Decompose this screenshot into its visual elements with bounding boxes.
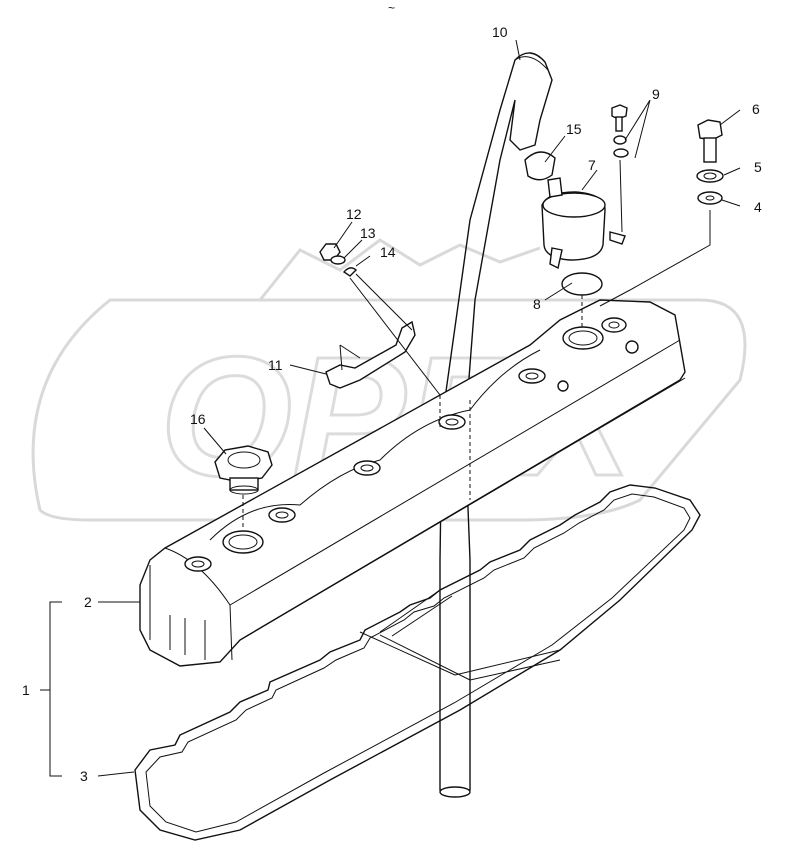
callout-16: 16 <box>190 411 206 427</box>
callout-9: 9 <box>652 86 660 102</box>
breather-canister <box>541 177 626 270</box>
top-mark: ~ <box>388 1 395 15</box>
callout-4: 4 <box>754 199 762 215</box>
hose-clamp <box>524 151 556 181</box>
nut-washer-clip <box>319 243 358 277</box>
leader-lines <box>40 39 741 777</box>
callout-11: 11 <box>268 357 283 373</box>
breather-pipe <box>439 52 553 798</box>
callout-14: 14 <box>380 244 396 260</box>
callout-15: 15 <box>566 121 582 137</box>
callout-13: 13 <box>360 225 376 241</box>
callout-8: 8 <box>533 296 541 312</box>
callout-10: 10 <box>492 24 508 40</box>
callout-labels: 1 2 3 4 5 6 7 8 9 10 11 12 13 14 15 16 <box>22 24 762 784</box>
callout-1: 1 <box>22 682 30 698</box>
callout-5: 5 <box>754 159 762 175</box>
pipe-bracket <box>325 320 416 389</box>
bolt-assembly <box>696 119 724 205</box>
callout-2: 2 <box>84 594 92 610</box>
callout-3: 3 <box>80 768 88 784</box>
oil-filler-cap <box>214 445 273 495</box>
callout-7: 7 <box>588 157 596 173</box>
o-ring <box>561 272 603 296</box>
callout-12: 12 <box>346 206 362 222</box>
small-bolt-set <box>611 104 629 158</box>
callout-6: 6 <box>752 101 760 117</box>
valve-cover <box>139 299 686 667</box>
